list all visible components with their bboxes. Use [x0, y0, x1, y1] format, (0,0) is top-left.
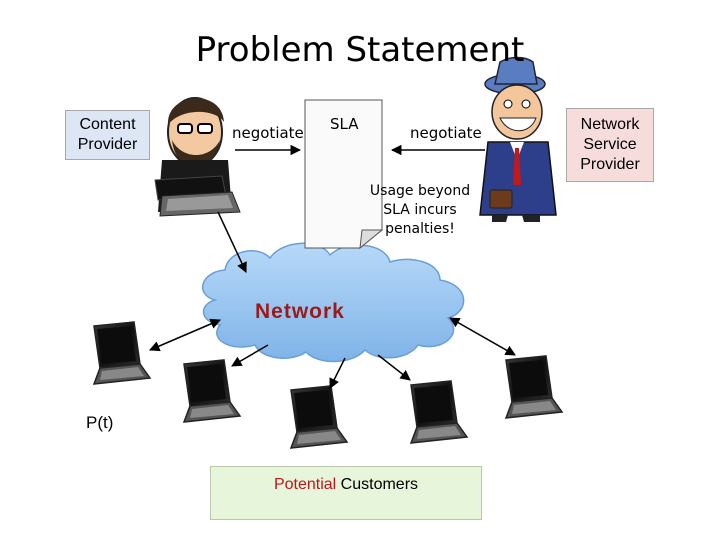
network-to-laptop-1-arrow	[149, 318, 221, 352]
content-provider-label: Content Provider	[77, 116, 138, 153]
bearded-man-with-laptop-icon	[154, 97, 241, 217]
potential-customers-box: Potential Customers	[210, 466, 482, 520]
laptop-icon	[410, 380, 468, 444]
network-service-provider-box: Network Service Provider	[566, 108, 654, 182]
network-to-laptop-2-arrow	[231, 344, 269, 367]
laptop-icon	[183, 359, 241, 423]
page-title: Problem Statement	[195, 30, 525, 70]
network-label: Network	[255, 300, 345, 323]
negotiate-right-label: negotiate	[410, 124, 482, 142]
customers-highlight-text: Potential	[273, 476, 337, 493]
network-to-laptop-5-arrow	[449, 317, 516, 356]
sla-document-icon	[304, 99, 384, 250]
penalty-note: Usage beyond SLA incurs penalties!	[369, 183, 471, 237]
network-cloud-icon	[201, 242, 465, 363]
negotiate-left-label: negotiate	[232, 124, 304, 142]
laptop-icon	[93, 321, 151, 385]
sla-label: SLA	[330, 115, 359, 133]
businessman-with-briefcase-icon	[479, 56, 557, 222]
laptop-icon	[290, 385, 348, 449]
network-service-provider-label: Network Service Provider	[580, 116, 640, 173]
network-to-laptop-4-arrow	[377, 354, 411, 381]
provider-to-network-arrow	[217, 211, 247, 273]
laptop-icon	[505, 355, 563, 419]
price-function-label: P(t)	[86, 413, 114, 432]
customers-rest-text: Customers	[336, 476, 419, 493]
content-provider-box: Content Provider	[65, 110, 150, 160]
network-to-laptop-3-arrow	[329, 357, 346, 389]
